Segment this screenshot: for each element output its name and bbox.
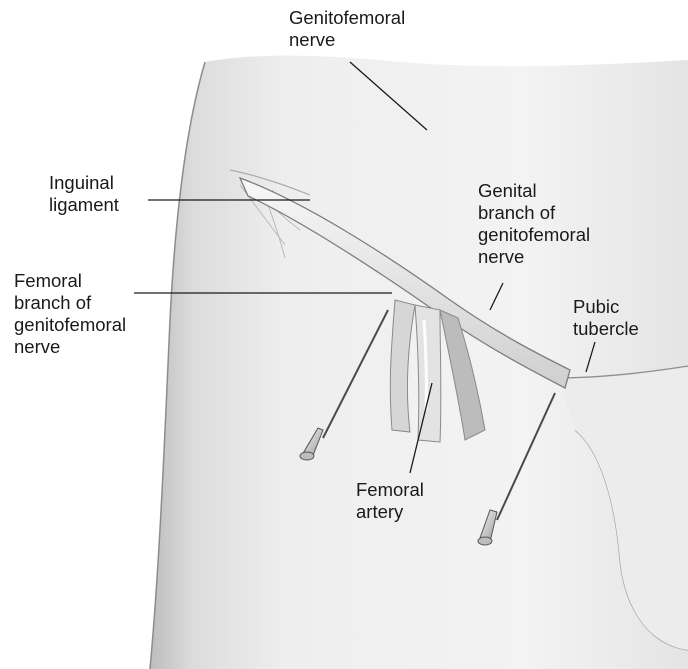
label-femoral-branch: Femoral branch of genitofemoral nerve [14, 270, 126, 358]
label-pubic-tubercle: Pubic tubercle [573, 296, 639, 340]
label-genitofemoral-nerve: Genitofemoral nerve [289, 7, 405, 51]
label-femoral-artery: Femoral artery [356, 479, 424, 523]
label-genital-branch: Genital branch of genitofemoral nerve [478, 180, 590, 268]
label-inguinal-ligament: Inguinal ligament [49, 172, 119, 216]
femoral-artery-shape [415, 305, 441, 442]
